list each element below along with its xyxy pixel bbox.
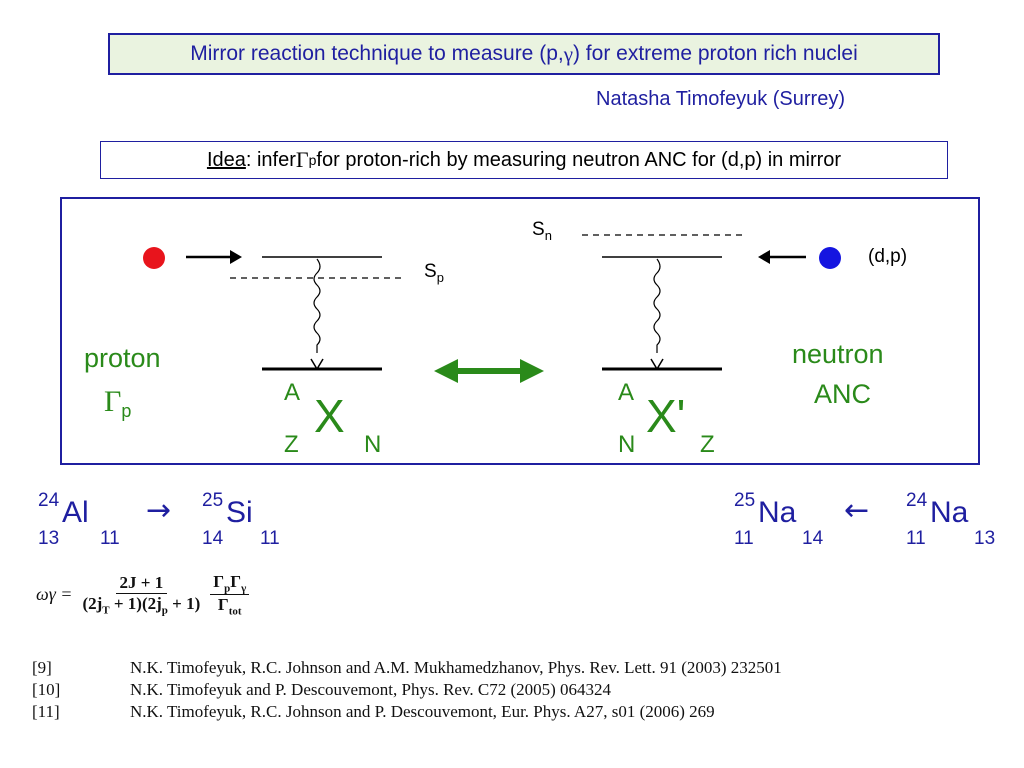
mirror-arrowhead-left (434, 359, 458, 383)
title-post: ) for extreme proton rich nuclei (572, 42, 858, 65)
left-nucleus-n: N (364, 431, 382, 458)
na25-mass: 25 (734, 490, 756, 511)
formula-fraction-1: 2J + 1 (2jT + 1)(2jp + 1) (78, 573, 204, 616)
reference-text: N.K. Timofeyuk, R.C. Johnson and P. Desc… (130, 702, 715, 721)
idea-label: Idea (206, 148, 246, 171)
formula-den1: (2jT + 1)(2jp + 1) (82, 594, 201, 617)
author-name: Natasha Timofeyuk (Surrey) (596, 88, 845, 110)
title-gamma: γ (563, 41, 573, 66)
reference-item: [9] N.K. Timofeyuk, R.C. Johnson and A.M… (32, 657, 782, 679)
nucleus-si25: 25 Si 14 11 (202, 490, 312, 550)
idea-post: for proton-rich by measuring neutron ANC… (316, 148, 842, 171)
reaction-arrow-left: ← (844, 493, 870, 528)
gamma-p-main: Γ (104, 385, 122, 418)
right-gamma-wavy (653, 258, 661, 353)
idea-pre: : infer (245, 148, 296, 171)
formula-den2: Γtot (217, 595, 242, 618)
na24-mass: 24 (906, 490, 928, 511)
dp-label: (d,p) (868, 246, 908, 267)
na24-z: 11 (906, 528, 926, 549)
neutron-label: neutron (792, 339, 884, 369)
left-nucleus-z: Z (284, 431, 299, 458)
al-n: 11 (100, 528, 120, 549)
reference-item: [10] N.K. Timofeyuk and P. Descouvemont,… (32, 679, 782, 701)
si-mass: 25 (202, 490, 224, 511)
gamma-p-sub: p (121, 401, 132, 421)
right-nucleus-z: Z (700, 431, 715, 458)
left-nucleus-symbol: X (314, 390, 345, 442)
resonance-strength-formula: ωγ = 2J + 1 (2jT + 1)(2jp + 1) ΓpΓγ Γtot (36, 572, 250, 618)
reference-number: [10] (32, 680, 61, 699)
sp-label: Sp (424, 261, 444, 285)
proton-dot (143, 247, 165, 269)
nucleus-na24: 24 Na 11 13 (906, 490, 1016, 550)
right-nucleus-n: N (618, 431, 636, 458)
references-list: [9] N.K. Timofeyuk, R.C. Johnson and A.M… (32, 657, 782, 723)
nucleus-na25: 25 Na 11 14 (734, 490, 844, 550)
formula-fraction-2: ΓpΓγ Γtot (210, 572, 250, 618)
idea-gamma-sub: p (308, 152, 317, 168)
si-z: 14 (202, 528, 224, 549)
neutron-arrowhead (758, 250, 770, 264)
anc-label: ANC (814, 379, 872, 409)
na25-z: 11 (734, 528, 754, 549)
formula-num2: ΓpΓγ (210, 572, 250, 596)
reaction-diagram: Sn Sp (d,p) proton Γp neutron ANC A X Z … (60, 197, 980, 465)
diagram-graphics (143, 234, 841, 383)
reference-number: [9] (32, 658, 52, 677)
formula-num1: 2J + 1 (115, 573, 168, 595)
reference-number: [11] (32, 702, 60, 721)
mirror-arrowhead-right (520, 359, 544, 383)
al-mass: 24 (38, 490, 60, 511)
na25-n: 14 (802, 528, 824, 549)
gamma-p-label: Γp (104, 385, 132, 421)
proton-arrowhead (230, 250, 242, 264)
left-gamma-wavy (313, 258, 321, 353)
reference-text: N.K. Timofeyuk, R.C. Johnson and A.M. Mu… (130, 658, 782, 677)
formula-lhs: ωγ = (36, 584, 73, 605)
si-symbol: Si (226, 496, 253, 529)
right-nucleus-a: A (618, 379, 635, 406)
al-z: 13 (38, 528, 60, 549)
sn-sub: n (544, 227, 552, 243)
right-nucleus-symbol: X' (646, 390, 686, 442)
nucleus-al24: 24 Al 13 11 (38, 490, 148, 550)
sp-main: S (424, 261, 437, 282)
si-n: 11 (260, 528, 280, 549)
sn-label: Sn (532, 219, 552, 243)
slide-title: Mirror reaction technique to measure (p,… (108, 33, 940, 75)
sn-main: S (532, 219, 545, 240)
left-nucleus-a: A (284, 379, 301, 406)
reference-item: [11] N.K. Timofeyuk, R.C. Johnson and P.… (32, 701, 782, 723)
na24-n: 13 (974, 528, 996, 549)
na25-symbol: Na (758, 496, 797, 529)
title-pre: Mirror reaction technique to measure (p, (190, 42, 564, 65)
al-symbol: Al (62, 496, 89, 529)
reaction-arrow-right: → (146, 493, 172, 528)
idea-gamma: Γ (295, 147, 309, 172)
proton-label: proton (84, 343, 161, 373)
sp-sub: p (436, 269, 444, 285)
na24-symbol: Na (930, 496, 969, 529)
reference-text: N.K. Timofeyuk and P. Descouvemont, Phys… (130, 680, 612, 699)
neutron-dot (819, 247, 841, 269)
